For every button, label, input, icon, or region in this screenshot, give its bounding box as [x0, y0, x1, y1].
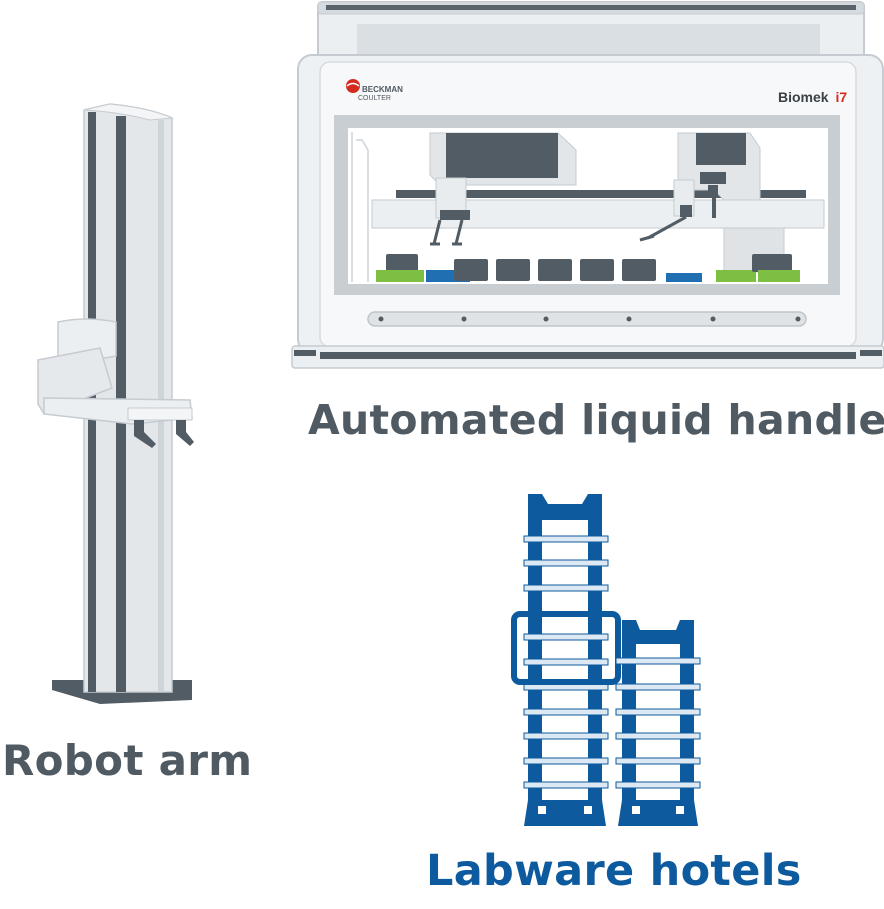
liquid-handler-caption: Automated liquid handler [308, 396, 884, 444]
robot-arm-illustration [37, 103, 194, 704]
model-suffix: i7 [835, 89, 847, 105]
liquid-handler-illustration: BECKMAN COULTER Biomek i7 [291, 1, 884, 369]
brand-line-2: COULTER [358, 95, 391, 102]
brand-line-1: BECKMAN [362, 85, 403, 94]
tall-hotel [511, 494, 621, 826]
model-label: Biomek i7 [778, 89, 847, 105]
model-name: Biomek [778, 89, 829, 105]
beckman-logo-icon [346, 79, 360, 93]
labware-hotels-illustration [511, 494, 701, 826]
labware-hotels-caption: Labware hotels [426, 846, 802, 896]
short-hotel [615, 620, 701, 826]
robot-arm-caption: Robot arm [2, 736, 253, 785]
